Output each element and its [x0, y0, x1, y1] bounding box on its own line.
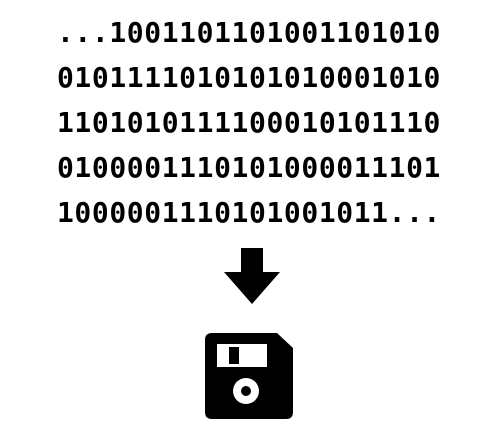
binary-line-2: 0101111010101010001010 — [56, 61, 442, 94]
binary-line-5: 1000001110101001011... — [56, 196, 442, 229]
binary-line-4: 0100001110101000011101 — [56, 151, 442, 184]
floppy-disk-save-icon — [205, 333, 293, 419]
binary-line-1: ...1001101101001101010 — [56, 16, 442, 49]
arrow-down-icon — [222, 248, 282, 306]
binary-line-3: 1101010111100010101110 — [56, 106, 442, 139]
binary-data-block: ...1001101101001101010 01011110101010100… — [0, 10, 498, 235]
